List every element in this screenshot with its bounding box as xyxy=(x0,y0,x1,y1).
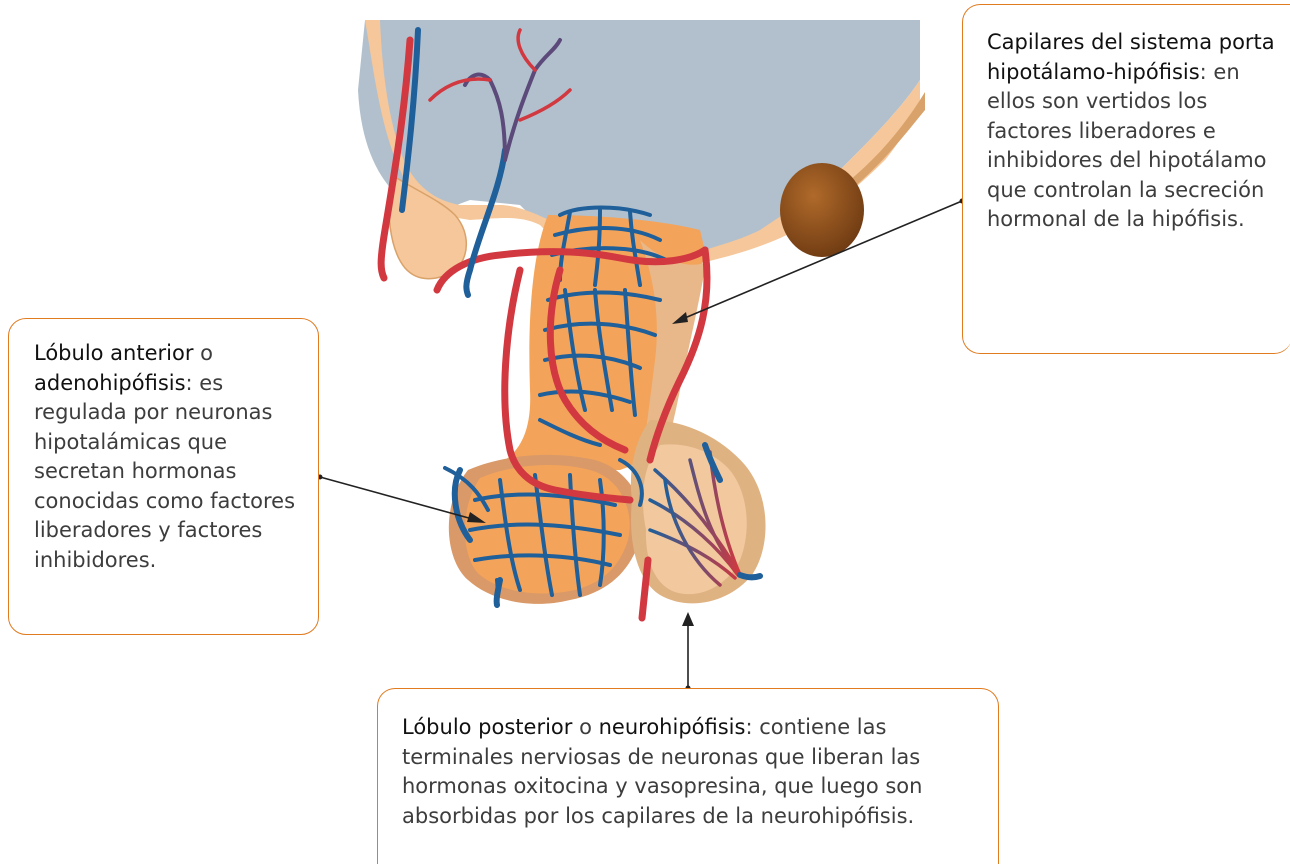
mammillary-body xyxy=(780,163,864,257)
arrowhead-posterior xyxy=(682,612,694,626)
callout-anterior-lobe-text: : es regulada por neuronas hipotalámicas… xyxy=(34,370,296,572)
callout-portal-capillaries-text: : en ellos son vertidos los factores lib… xyxy=(987,59,1267,232)
connector-anterior: o xyxy=(193,341,213,365)
label-arrows xyxy=(319,200,963,688)
term-neurohypophysis: neurohipófisis xyxy=(598,715,746,739)
callout-portal-capillaries: Capilares del sistema porta hipotálamo-h… xyxy=(962,4,1290,354)
callout-posterior-lobe-text: : contiene las terminales nerviosas de n… xyxy=(402,715,923,828)
callout-posterior-lobe: Lóbulo posterior o neurohipófisis: conti… xyxy=(377,688,999,864)
term-posterior-lobe: Lóbulo posterior xyxy=(402,715,573,739)
callout-anterior-lobe: Lóbulo anterior o adenohipófisis: es reg… xyxy=(8,318,319,635)
arrow-portal-capillaries xyxy=(679,200,963,321)
term-adenohypophysis: adenohipófisis xyxy=(34,370,186,395)
arrowhead-portal xyxy=(672,312,688,324)
arrow-anterior-lobe xyxy=(319,476,477,521)
term-anterior-lobe: Lóbulo anterior xyxy=(34,341,194,365)
veins xyxy=(399,27,763,608)
hypothalamic-capillary-tree xyxy=(428,28,572,162)
connector-posterior: o xyxy=(572,715,599,739)
anterior-lobe-capillaries xyxy=(443,458,644,602)
arrowhead-anterior xyxy=(467,512,486,523)
term-portal-capillaries: Capilares del sistema porta hipotálamo-h… xyxy=(987,30,1275,84)
arteries xyxy=(377,36,711,622)
